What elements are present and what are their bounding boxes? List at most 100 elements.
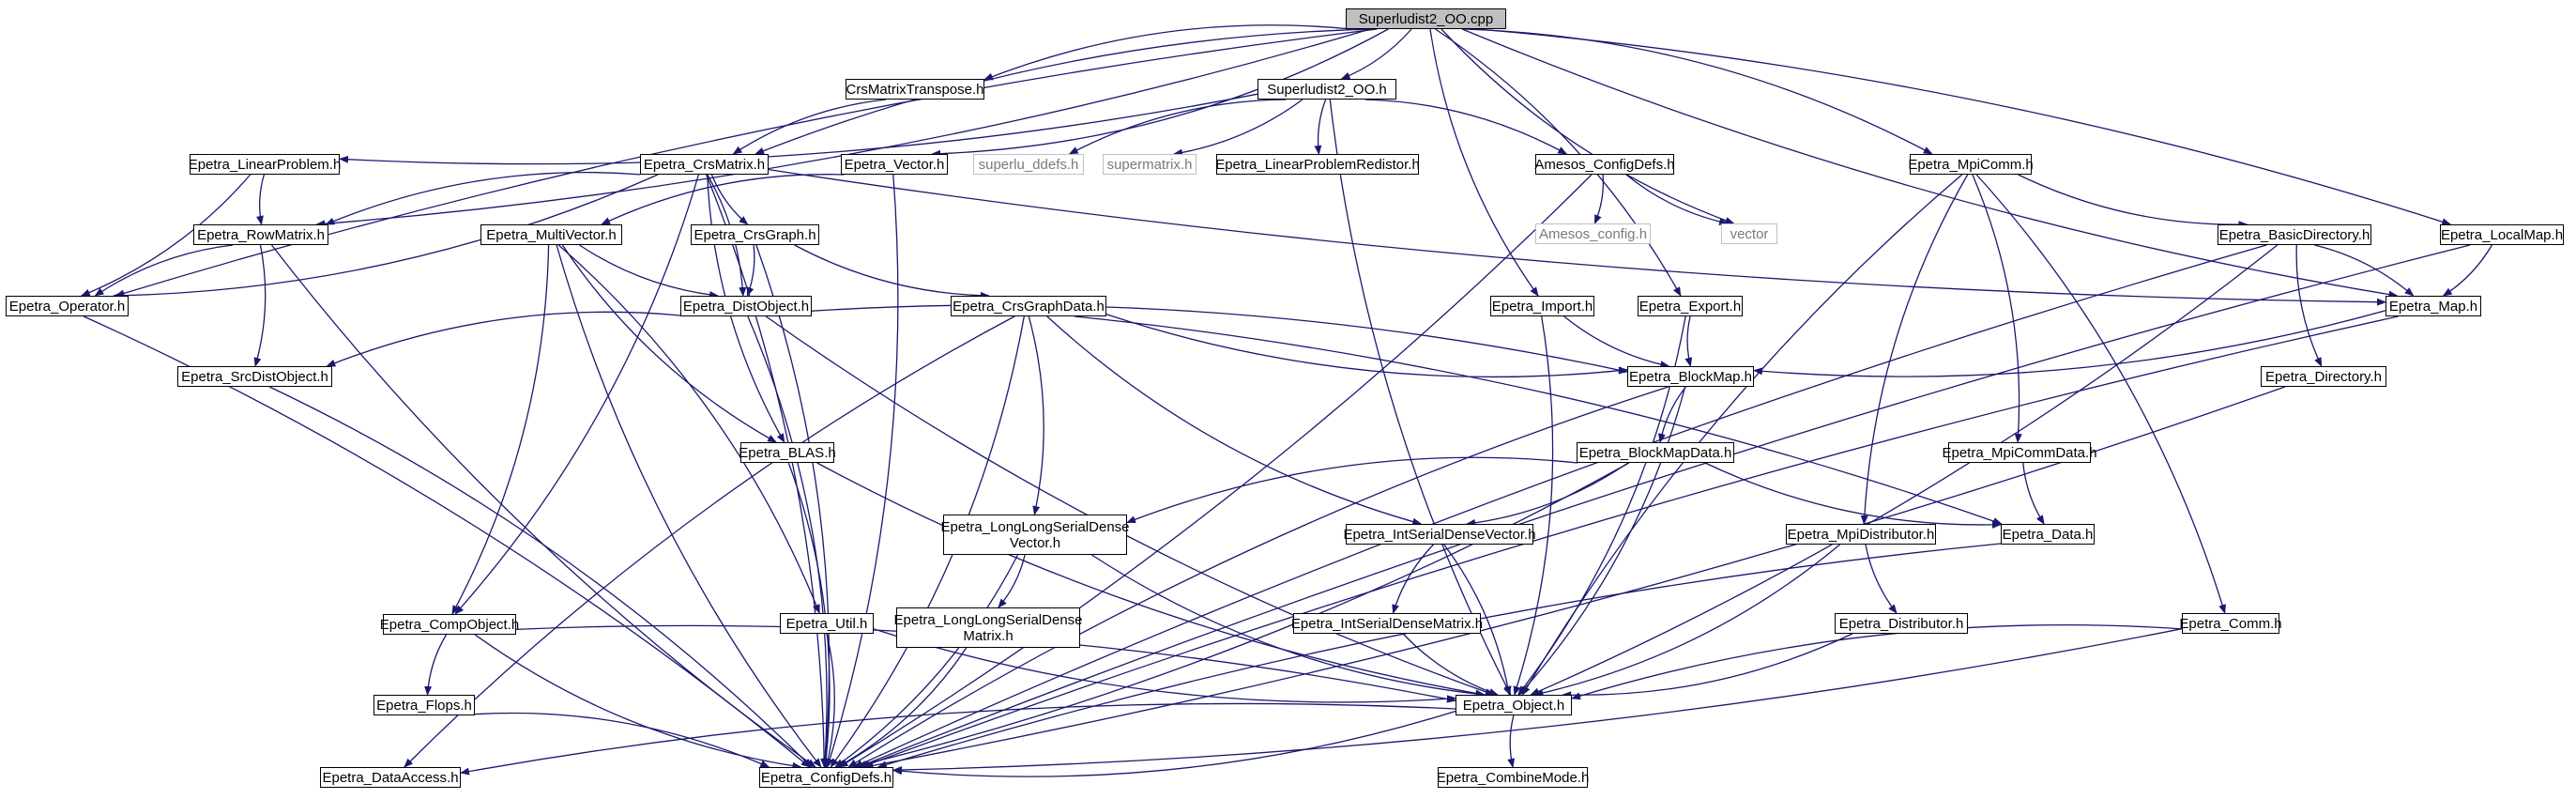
node-crsmatrix[interactable]: Epetra_CrsMatrix.h bbox=[640, 154, 769, 175]
edge-mpicomm-to-basicdir bbox=[2018, 174, 2248, 229]
edge-llsdv-to-configdefs bbox=[834, 554, 1019, 768]
edge-crsgraphdata-to-data_h bbox=[1075, 315, 2003, 525]
edge-object_h-to-configdefs bbox=[892, 710, 1456, 777]
node-vector_h[interactable]: Epetra_Vector.h bbox=[841, 154, 948, 175]
node-llsdv[interactable]: Epetra_LongLongSerialDense Vector.h bbox=[941, 515, 1130, 555]
node-data_h[interactable]: Epetra_Data.h bbox=[2001, 524, 2095, 545]
node-blockmap[interactable]: Epetra_BlockMap.h bbox=[1627, 366, 1754, 387]
edge-crsmatrix-to-configdefs bbox=[706, 174, 829, 768]
edge-localmap-to-configdefs bbox=[857, 244, 2471, 768]
node-crsgraph[interactable]: Epetra_CrsGraph.h bbox=[691, 224, 819, 245]
edge-multivector-to-configdefs bbox=[556, 244, 822, 768]
node-mpidist[interactable]: Epetra_MpiDistributor.h bbox=[1786, 524, 1936, 545]
edge-root-to-oo_h bbox=[1340, 28, 1412, 80]
edge-multivector-to-blas bbox=[561, 244, 777, 443]
node-root[interactable]: Superludist2_OO.cpp bbox=[1346, 8, 1506, 29]
edge-isdv-to-isdm bbox=[1392, 544, 1434, 614]
node-oo_h[interactable]: Superludist2_OO.h bbox=[1258, 79, 1396, 100]
edge-root-to-vector_h bbox=[931, 28, 1389, 158]
node-srcdist[interactable]: Epetra_SrcDistObject.h bbox=[177, 366, 332, 387]
edge-crsgraphdata-to-isdv bbox=[1046, 315, 1423, 526]
edge-blockmap-to-blockmapdata bbox=[1657, 386, 1686, 443]
edge-srcdist-to-configdefs bbox=[268, 386, 813, 768]
node-configdefs[interactable]: Epetra_ConfigDefs.h bbox=[759, 767, 893, 788]
edge-import-to-object_h bbox=[1513, 315, 1554, 696]
edge-crsgraph-to-crsgraphdata bbox=[794, 244, 990, 300]
edge-blockmap-to-object_h bbox=[1518, 386, 1686, 696]
node-localmap[interactable]: Epetra_LocalMap.h bbox=[2440, 224, 2564, 245]
node-multivector[interactable]: Epetra_MultiVector.h bbox=[480, 224, 622, 245]
node-comm_h[interactable]: Epetra_Comm.h bbox=[2179, 613, 2282, 634]
edge-llsdv-to-llsdm bbox=[998, 554, 1026, 608]
edge-crsmatrix-to-map_h bbox=[768, 168, 2386, 306]
node-supermatrix: supermatrix.h bbox=[1103, 154, 1197, 175]
node-isdv[interactable]: Epetra_IntSerialDenseVector.h bbox=[1343, 524, 1536, 545]
edge-amesos_cfgdefs-to-configdefs bbox=[838, 174, 1593, 768]
edge-multivector-to-compobject bbox=[451, 244, 550, 615]
node-object_h[interactable]: Epetra_Object.h bbox=[1456, 695, 1572, 715]
edge-distobject-to-srcdist bbox=[326, 311, 681, 367]
edge-compobject-to-flops bbox=[424, 634, 448, 696]
edge-map_h-to-blockmap bbox=[1753, 310, 2386, 377]
node-mpicomm[interactable]: Epetra_MpiComm.h bbox=[1908, 154, 2034, 175]
node-isdm[interactable]: Epetra_IntSerialDenseMatrix.h bbox=[1291, 613, 1483, 634]
node-directory[interactable]: Epetra_Directory.h bbox=[2261, 366, 2386, 387]
node-flops[interactable]: Epetra_Flops.h bbox=[373, 695, 475, 715]
edge-oo_h-to-redistor bbox=[1314, 99, 1327, 155]
edge-mpidist-to-object_h bbox=[1533, 544, 1841, 697]
edge-multivector-to-distobject bbox=[579, 244, 719, 299]
edge-root-to-crsmatrix bbox=[755, 28, 1375, 155]
edge-oo_h-to-ddefs bbox=[1068, 99, 1287, 155]
edge-basicdir-to-directory bbox=[2295, 244, 2323, 367]
edge-distobject-to-configdefs bbox=[747, 315, 830, 768]
node-distobject[interactable]: Epetra_DistObject.h bbox=[680, 296, 812, 316]
edge-isdm-to-object_h bbox=[1402, 633, 1499, 696]
node-util[interactable]: Epetra_Util.h bbox=[780, 613, 874, 634]
edge-oo_h-to-linprob bbox=[339, 93, 1258, 165]
node-combinemode[interactable]: Epetra_CombineMode.h bbox=[1437, 767, 1589, 788]
node-linprob[interactable]: Epetra_LinearProblem.h bbox=[189, 154, 341, 175]
node-amesos_cfg: Amesos_config.h bbox=[1535, 223, 1651, 244]
edge-distributor-to-object_h bbox=[1562, 633, 1853, 699]
node-compobject[interactable]: Epetra_CompObject.h bbox=[380, 614, 519, 635]
edge-amesos_cfgdefs-to-std_vector bbox=[1625, 174, 1730, 226]
edge-crsmatrix-to-rowmatrix bbox=[325, 171, 641, 225]
edge-blockmapdata-to-configdefs bbox=[851, 462, 1630, 769]
node-amesos_cfgdefs[interactable]: Amesos_ConfigDefs.h bbox=[1534, 154, 1675, 175]
edge-crsmatrix-to-operator bbox=[113, 174, 659, 300]
node-blockmapdata[interactable]: Epetra_BlockMapData.h bbox=[1577, 442, 1734, 463]
node-distributor[interactable]: Epetra_Distributor.h bbox=[1835, 613, 1968, 634]
edge-crsgraphdata-to-dataaccess bbox=[404, 315, 1015, 768]
edge-root-to-crstrans bbox=[983, 24, 1351, 81]
node-export[interactable]: Epetra_Export.h bbox=[1638, 296, 1743, 316]
edge-blockmapdata-to-data_h bbox=[1704, 462, 2002, 529]
node-llsdm[interactable]: Epetra_LongLongSerialDense Matrix.h bbox=[894, 607, 1083, 648]
edge-crsgraph-to-distobject bbox=[746, 244, 755, 297]
edge-comm_h-to-object_h bbox=[1571, 623, 2183, 700]
node-map_h[interactable]: Epetra_Map.h bbox=[2385, 296, 2481, 316]
node-mpicommdata[interactable]: Epetra_MpiCommData.h bbox=[1942, 442, 2097, 463]
edge-mpidist-to-distributor bbox=[1865, 544, 1898, 614]
edge-mpicommdata-to-data_h bbox=[2022, 462, 2045, 525]
edge-util-to-configdefs bbox=[824, 633, 835, 768]
edge-oo_h-to-supermatrix bbox=[1173, 99, 1303, 157]
edge-util-to-object_h bbox=[873, 628, 1456, 703]
edge-root-to-import bbox=[1429, 28, 1539, 297]
node-operator[interactable]: Epetra_Operator.h bbox=[6, 296, 129, 316]
node-import[interactable]: Epetra_Import.h bbox=[1490, 296, 1594, 316]
edge-isdv-to-object_h bbox=[1443, 544, 1512, 696]
node-redistor[interactable]: Epetra_LinearProblemRedistor.h bbox=[1215, 154, 1420, 175]
edge-blockmapdata-to-isdv bbox=[1466, 462, 1629, 527]
edge-basicdir-to-map_h bbox=[2314, 244, 2415, 297]
node-blas[interactable]: Epetra_BLAS.h bbox=[739, 442, 836, 463]
node-crstrans[interactable]: CrsMatrixTranspose.h bbox=[846, 79, 984, 100]
edge-root-to-map_h bbox=[1461, 28, 2399, 299]
edge-blas-to-configdefs bbox=[787, 462, 831, 768]
node-crsgraphdata[interactable]: Epetra_CrsGraphData.h bbox=[951, 296, 1106, 316]
edge-mpicomm-to-object_h bbox=[1521, 174, 1963, 696]
node-dataaccess[interactable]: Epetra_DataAccess.h bbox=[320, 767, 461, 788]
node-basicdir[interactable]: Epetra_BasicDirectory.h bbox=[2218, 224, 2371, 245]
edge-vector_h-to-multivector bbox=[601, 174, 845, 225]
node-rowmatrix[interactable]: Epetra_RowMatrix.h bbox=[193, 224, 328, 245]
